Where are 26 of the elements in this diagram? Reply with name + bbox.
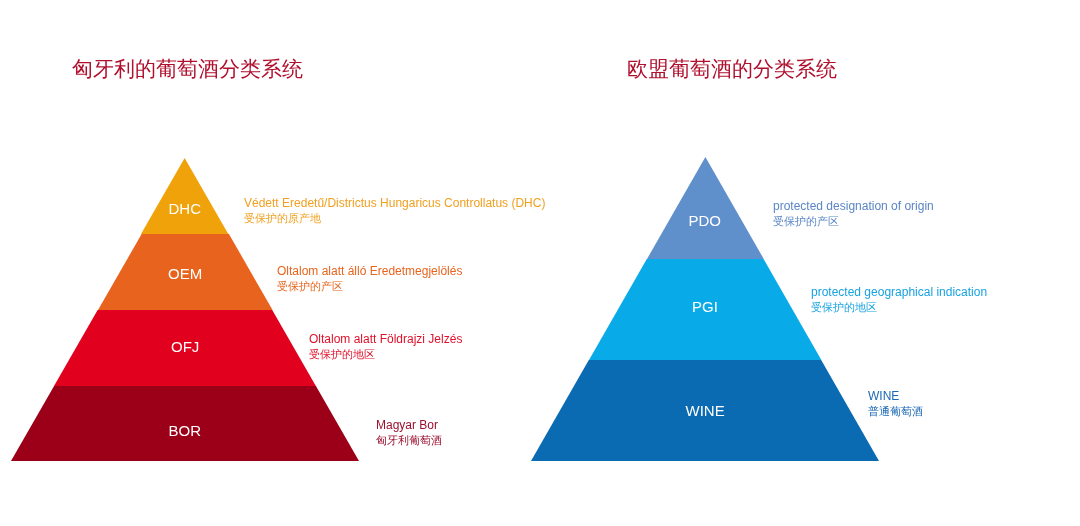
tier-description: 受保护的地区	[309, 348, 375, 362]
heading: 欧盟葡萄酒的分类系统	[627, 57, 837, 83]
tier-description: 受保护的原产地	[244, 212, 321, 226]
tier-description: Védett Eredetű/Districtus Hungaricus Controllatus (DHC)	[244, 196, 546, 211]
tier-description: Oltalom alatt álló Eredetmegjelölés	[277, 264, 463, 279]
heading: 匈牙利的葡萄酒分类系统	[72, 57, 303, 83]
tier-description: 普通葡萄酒	[868, 405, 923, 419]
tier-label: DHC	[168, 200, 201, 216]
tier-label: PGI	[692, 298, 718, 314]
tier-label: WINE	[685, 402, 725, 418]
tier-description: 受保护的产区	[277, 280, 343, 294]
tier-description: 受保护的产区	[773, 215, 839, 229]
tier-description: protected designation of origin	[773, 199, 934, 214]
tier-description: 受保护的地区	[811, 301, 877, 315]
tier-label: OEM	[168, 265, 203, 281]
tier-description: protected geographical indication	[811, 285, 988, 300]
tier-label: OFJ	[171, 338, 200, 354]
tier-label: BOR	[168, 422, 201, 438]
pyramid-tier	[11, 386, 359, 461]
tier-description: 匈牙利葡萄酒	[376, 434, 442, 448]
tier-description: Oltalom alatt Földrajzi Jelzés	[309, 332, 463, 347]
pyramid-apex-tier	[646, 157, 764, 259]
tier-label: PDO	[688, 212, 721, 228]
pyramid-tier	[97, 234, 273, 310]
tier-description: WINE	[868, 389, 900, 404]
tier-description: Magyar Bor	[376, 418, 439, 433]
